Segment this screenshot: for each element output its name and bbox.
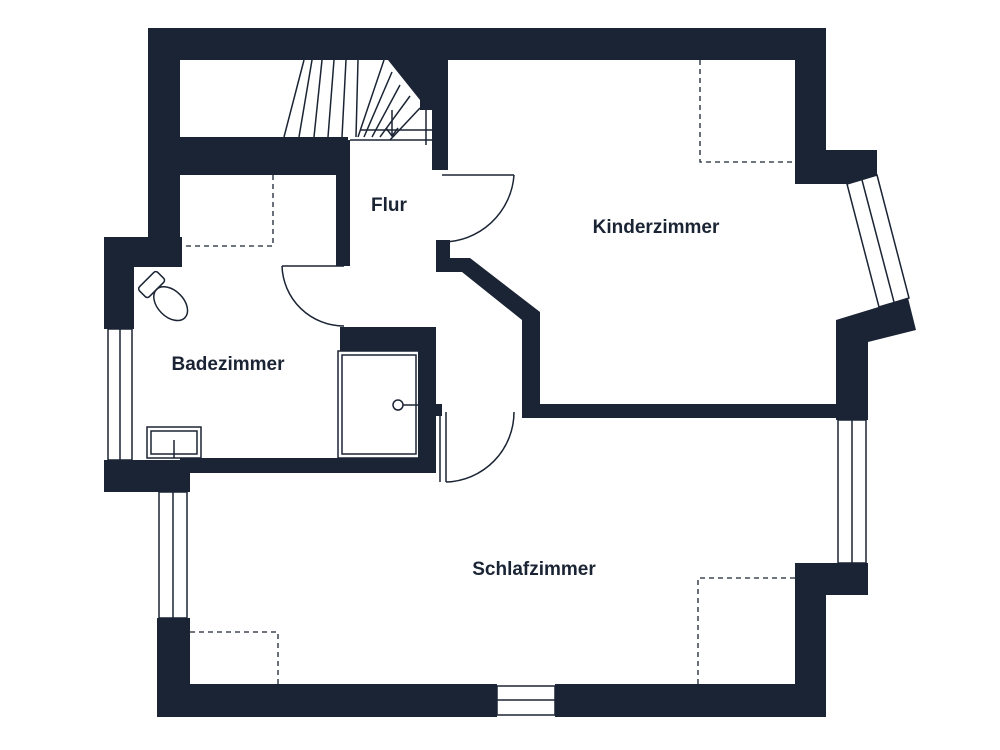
- staircase-icon: [283, 59, 432, 145]
- room-label-schlafzimmer: Schlafzimmer: [472, 559, 596, 580]
- slope-lines: [182, 60, 795, 684]
- room-label-flur: Flur: [371, 195, 407, 216]
- toilet-icon: [137, 270, 189, 322]
- room-label-kinderzimmer: Kinderzimmer: [593, 217, 720, 238]
- room-label-badezimmer: Badezimmer: [172, 354, 286, 375]
- window-icon: [107, 174, 910, 716]
- shower-icon: [337, 350, 421, 459]
- walls: [104, 28, 916, 717]
- sink-icon: [146, 426, 202, 459]
- door-swing-icon: [281, 174, 515, 483]
